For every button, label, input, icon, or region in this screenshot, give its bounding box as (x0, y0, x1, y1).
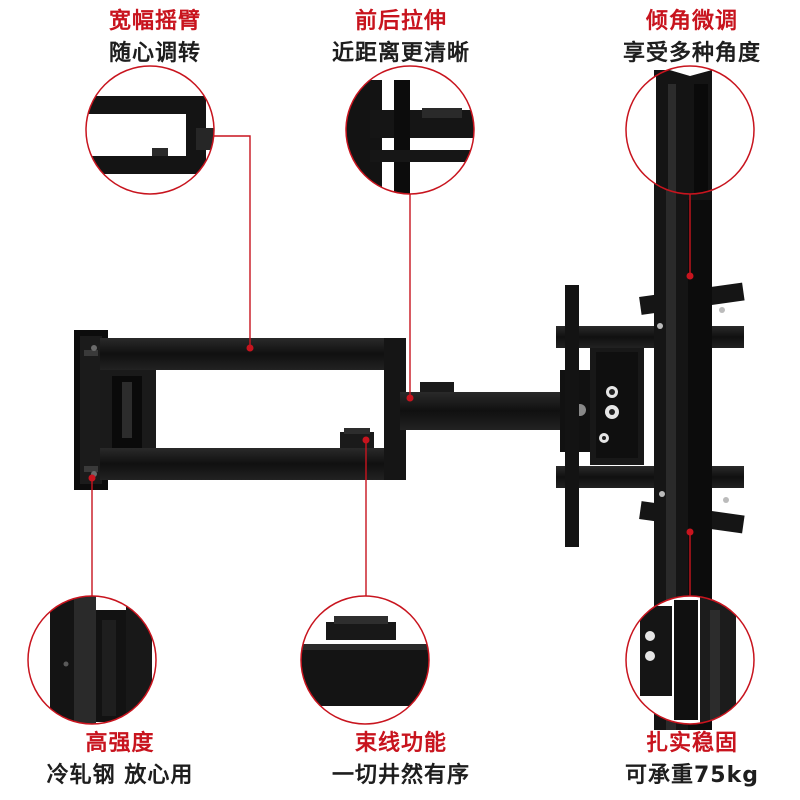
feature-cable-subtitle: 一切井然有序 (331, 763, 470, 788)
feature-extend-title: 前后拉伸 (354, 9, 447, 34)
zoom-inset-steel (27, 595, 157, 725)
feature-load-title: 扎实稳固 (645, 731, 738, 756)
feature-extend-subtitle: 近距离更清晰 (331, 41, 470, 66)
feature-cable: 束线功能 一切井然有序 (281, 728, 521, 792)
feature-steel-subtitle: 冷轧钢 放心用 (46, 763, 194, 788)
leader-dots (88, 272, 694, 536)
feature-tilt: 倾角微调 享受多种角度 (572, 6, 800, 70)
feature-steel: 高强度 冷轧钢 放心用 (0, 728, 240, 792)
feature-swing: 宽幅摇臂 随心调转 (35, 6, 275, 70)
zoom-inset-load (625, 595, 755, 725)
inner-frame (100, 360, 156, 464)
feature-tilt-title: 倾角微调 (645, 9, 738, 34)
lower-swing-arm (100, 448, 400, 480)
zoom-inset-cable-clip (300, 595, 430, 725)
feature-load-subtitle: 可承重75kg (625, 763, 759, 788)
feature-load: 扎实稳固 可承重75kg (572, 728, 800, 792)
extension-arm (400, 392, 570, 430)
feature-extend: 前后拉伸 近距离更清晰 (281, 6, 521, 70)
feature-swing-title: 宽幅摇臂 (108, 9, 201, 34)
feature-cable-title: 束线功能 (354, 731, 447, 756)
zoom-inset-extension (345, 65, 475, 195)
feature-steel-title: 高强度 (85, 731, 155, 756)
feature-tilt-subtitle: 享受多种角度 (622, 41, 761, 66)
leader-lines (91, 135, 691, 596)
zoom-inset-swing-arm (85, 65, 215, 195)
zoom-inset-tilt (625, 65, 755, 195)
feature-swing-subtitle: 随心调转 (108, 41, 201, 66)
